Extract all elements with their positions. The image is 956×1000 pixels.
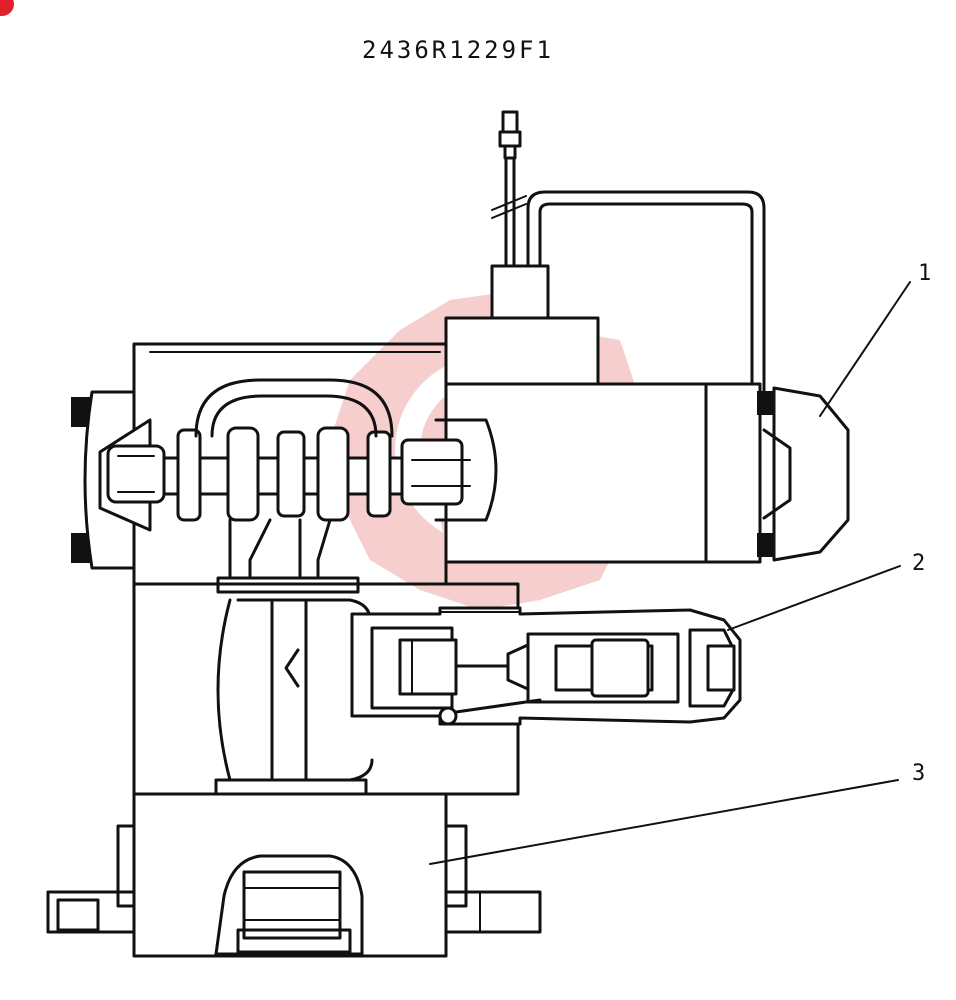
callout-2-label: 2 <box>912 551 925 576</box>
corner-mark <box>0 0 14 16</box>
drawing-code: 2436R1229F1 <box>362 36 554 64</box>
leader-line-3 <box>429 779 899 865</box>
solenoid-end-ring <box>704 382 762 564</box>
callout-1-label: 1 <box>918 261 931 286</box>
solenoid-cap <box>444 316 600 386</box>
callout-3-label: 3 <box>912 761 925 786</box>
valve-assembly <box>46 110 850 958</box>
hose-loop <box>526 190 766 394</box>
end-cover <box>772 386 850 562</box>
internal-passage <box>216 598 374 782</box>
upper-ports <box>216 518 360 594</box>
relief-valve-cartridge <box>350 606 742 726</box>
leader-line-1 <box>819 281 911 417</box>
junction-box <box>490 264 550 320</box>
leader-line-2 <box>727 565 901 631</box>
left-end-cap <box>71 390 166 570</box>
main-spool <box>162 378 498 522</box>
lower-port-flange <box>214 778 368 796</box>
base-subplate <box>46 792 542 958</box>
solenoid-housing <box>444 382 708 564</box>
cable-connector <box>491 110 527 270</box>
